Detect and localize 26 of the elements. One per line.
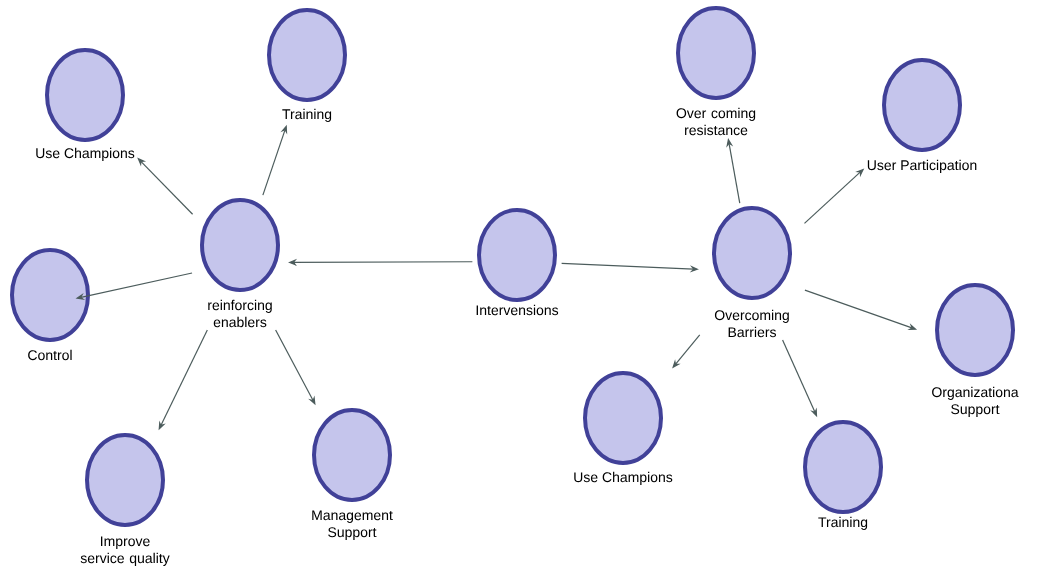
- node-label: Management Support: [312, 510, 393, 540]
- node-label: Over coming resistance: [676, 107, 756, 136]
- circle-node: Management Support: [312, 408, 393, 540]
- node-label: Overcoming Barriers: [714, 309, 789, 338]
- node-label: Control: [28, 349, 72, 361]
- circle-node: Use Champions: [36, 48, 135, 161]
- node-label: Use Champions: [574, 471, 673, 485]
- circle-node: User Participation: [867, 58, 977, 173]
- node-label: Use Champions: [36, 147, 135, 161]
- node-label: Intervensions: [476, 304, 559, 316]
- node-label: Improve service quality: [80, 536, 170, 566]
- circle-node: reinforcing enablers: [200, 198, 280, 328]
- circle-node: Overcoming Barriers: [712, 206, 792, 338]
- node-label: reinforcing enablers: [208, 299, 272, 328]
- circle-node: Organizationa Support: [932, 283, 1019, 417]
- node-label: Training: [818, 516, 868, 530]
- circle-node: Improve service quality: [80, 433, 170, 566]
- circle-node: Over coming resistance: [676, 6, 756, 136]
- node-label: Organizationa Support: [932, 386, 1019, 417]
- circle-node: Intervensions: [476, 208, 559, 316]
- circle-node: Training: [267, 8, 347, 122]
- node-label: User Participation: [867, 159, 977, 173]
- node-label: Training: [282, 108, 332, 122]
- circle-node: Use Champions: [574, 371, 673, 485]
- circle-node: Training: [803, 420, 883, 530]
- circle-node: Control: [10, 248, 90, 361]
